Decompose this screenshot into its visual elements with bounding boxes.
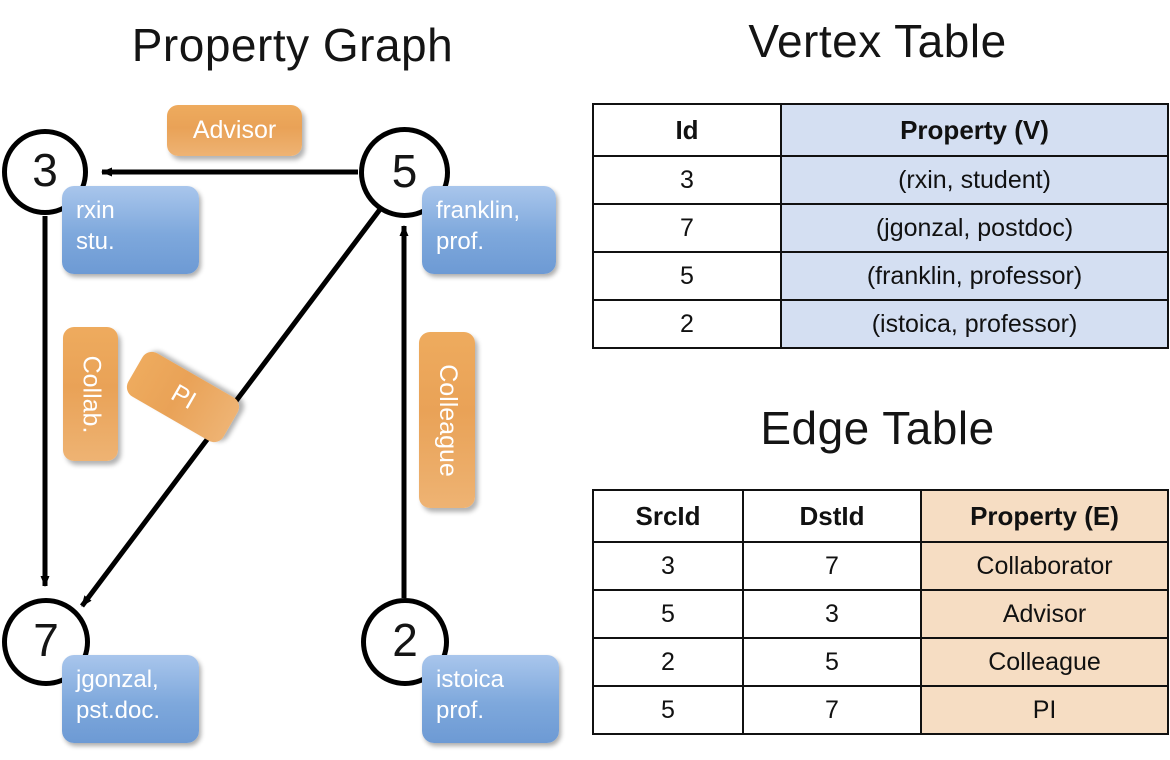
edge-srcid-cell: 5 — [592, 589, 744, 639]
table-row[interactable]: 5 7 PI — [592, 685, 1169, 735]
vertex-table-header-property: Property (V) — [780, 103, 1169, 157]
edge-srcid-cell: 2 — [592, 637, 744, 687]
vertex-id-cell: 5 — [592, 251, 782, 301]
edge-label-collab-text: Collab. — [77, 355, 106, 433]
page-title-property-graph: Property Graph — [131, 19, 454, 71]
edge-srcid-cell: 5 — [592, 685, 744, 735]
graph-node-7-id: 7 — [33, 614, 59, 666]
vertex-table-header-id: Id — [592, 103, 782, 157]
graph-node-2[interactable]: 2 — [361, 598, 449, 686]
edge-property-cell: Advisor — [920, 589, 1169, 639]
graph-node-3-name: rxin — [76, 197, 115, 224]
edge-dstid-cell: 7 — [742, 541, 922, 591]
graph-node-2-role: prof. — [436, 697, 485, 725]
edge-dstid-cell: 3 — [742, 589, 922, 639]
edge-property-cell: PI — [920, 685, 1169, 735]
graph-node-2-id: 2 — [392, 614, 418, 666]
graph-node-5[interactable]: 5 — [359, 127, 450, 218]
vertex-property-cell: (franklin, professor) — [780, 251, 1169, 301]
edge-label-advisor: Advisor — [167, 105, 302, 156]
graph-node-7-property-box: jgonzal, pst.doc. — [62, 655, 199, 743]
vertex-id-cell: 7 — [592, 203, 782, 253]
table-row[interactable]: 3 (rxin, student) — [592, 155, 1169, 205]
edge-dstid-cell: 7 — [742, 685, 922, 735]
page-title-vertex-table: Vertex Table — [748, 15, 1007, 67]
graph-node-7-role: pst.doc. — [76, 697, 161, 725]
edge-table-header-dstid: DstId — [742, 489, 922, 543]
vertex-id-cell: 2 — [592, 299, 782, 349]
table-row[interactable]: 5 (franklin, professor) — [592, 251, 1169, 301]
edge-srcid-cell: 3 — [592, 541, 744, 591]
graph-node-3-id: 3 — [32, 144, 58, 196]
graph-node-3-role: stu. — [76, 228, 115, 256]
edge-table-header-srcid: SrcId — [592, 489, 744, 543]
table-row[interactable]: 3 7 Collaborator — [592, 541, 1169, 591]
edge-table: SrcId DstId Property (E) 3 7 Collaborato… — [592, 489, 1169, 735]
graph-node-5-name: franklin, — [436, 197, 521, 224]
edge-table-header-row: SrcId DstId Property (E) — [592, 489, 1169, 543]
graph-node-7-name: jgonzal, — [76, 666, 159, 693]
edge-label-pi-text: PI — [166, 378, 201, 415]
table-row[interactable]: 7 (jgonzal, postdoc) — [592, 203, 1169, 253]
graph-node-2-property-box: istoica prof. — [422, 655, 559, 743]
edge-label-colleague: Colleague — [419, 332, 475, 508]
vertex-property-cell: (istoica, professor) — [780, 299, 1169, 349]
property-graph-diagram: 3 rxin stu. 5 franklin, prof. 7 jgonzal,… — [2, 105, 559, 743]
vertex-table: Id Property (V) 3 (rxin, student) 7 (jgo… — [592, 103, 1169, 349]
vertex-property-cell: (jgonzal, postdoc) — [780, 203, 1169, 253]
edge-label-colleague-text: Colleague — [433, 363, 462, 477]
vertex-id-cell: 3 — [592, 155, 782, 205]
vertex-property-cell: (rxin, student) — [780, 155, 1169, 205]
graph-node-5-property-box: franklin, prof. — [422, 186, 556, 274]
graph-node-3-property-box: rxin stu. — [62, 186, 199, 274]
graph-node-5-role: prof. — [436, 228, 485, 256]
graph-node-2-name: istoica — [436, 666, 505, 693]
table-row[interactable]: 2 5 Colleague — [592, 637, 1169, 687]
table-row[interactable]: 2 (istoica, professor) — [592, 299, 1169, 349]
edge-dstid-cell: 5 — [742, 637, 922, 687]
table-row[interactable]: 5 3 Advisor — [592, 589, 1169, 639]
edge-label-collab: Collab. — [63, 327, 118, 461]
graph-node-5-id: 5 — [391, 144, 418, 197]
vertex-table-header-row: Id Property (V) — [592, 103, 1169, 157]
edge-property-cell: Colleague — [920, 637, 1169, 687]
edge-label-advisor-text: Advisor — [192, 116, 277, 144]
page-title-edge-table: Edge Table — [760, 402, 995, 454]
edge-table-header-property: Property (E) — [920, 489, 1169, 543]
edge-property-cell: Collaborator — [920, 541, 1169, 591]
